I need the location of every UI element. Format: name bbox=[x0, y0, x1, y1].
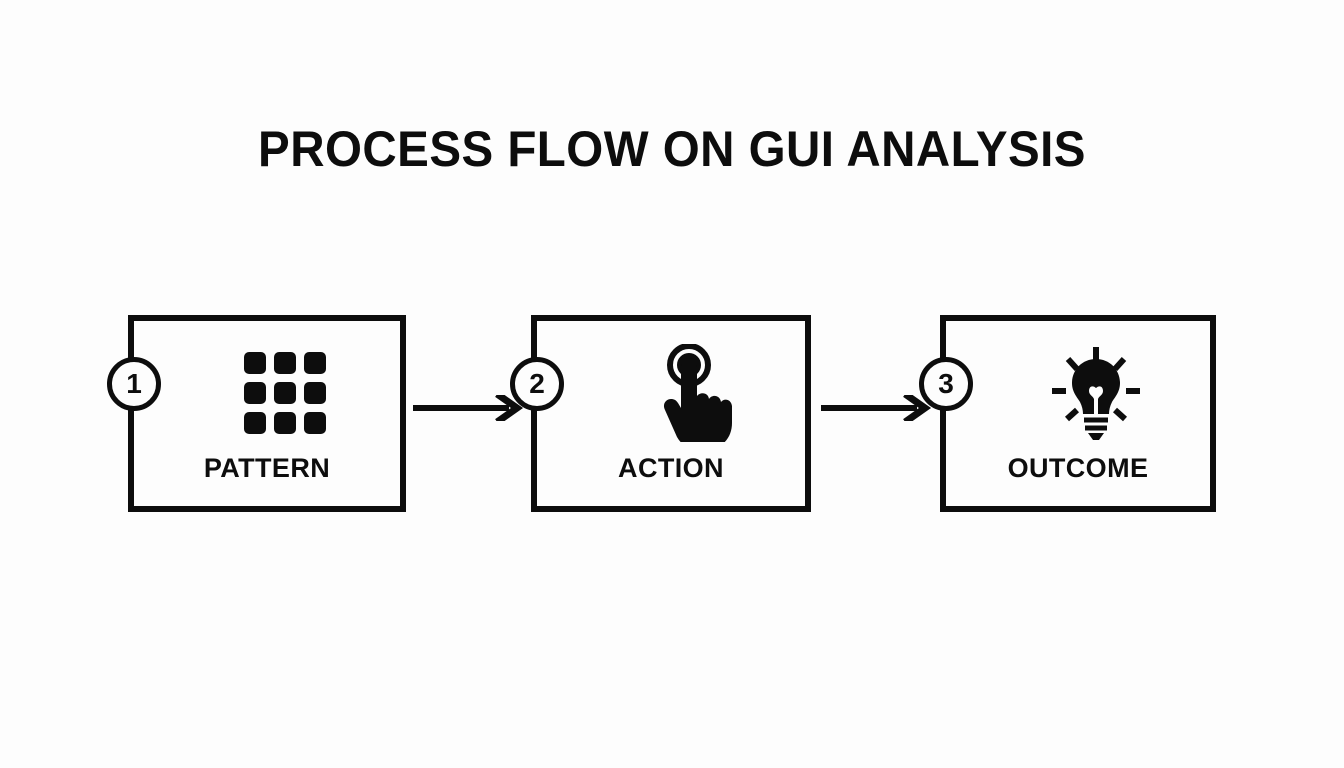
step-number-badge: 1 bbox=[107, 357, 161, 411]
process-flow-diagram: 1 PATTERN 2 bbox=[107, 315, 1216, 515]
connector-arrow-1 bbox=[413, 395, 525, 421]
step-label-pattern: PATTERN bbox=[203, 453, 331, 483]
lightbulb-icon bbox=[1052, 347, 1140, 440]
step-number-badge: 2 bbox=[510, 357, 564, 411]
arrow-right-icon bbox=[821, 395, 932, 421]
step-label-action: ACTION bbox=[618, 453, 724, 483]
flow-step-outcome[interactable]: 3 bbox=[919, 315, 1216, 512]
arrow-right-icon bbox=[413, 395, 524, 421]
step-label-outcome: OUTCOME bbox=[1007, 453, 1149, 483]
page-title: PROCESS FLOW ON GUI ANALYSIS bbox=[258, 121, 1086, 177]
step-icon-container bbox=[134, 347, 400, 439]
flow-step-action[interactable]: 2 ACTION bbox=[510, 315, 811, 512]
connector-arrow-2 bbox=[821, 395, 933, 421]
step-icon-container bbox=[537, 344, 805, 442]
grid-icon bbox=[244, 352, 326, 434]
tap-hand-icon bbox=[663, 344, 732, 442]
step-number-badge: 3 bbox=[919, 357, 973, 411]
step-icon-container bbox=[946, 347, 1210, 440]
flow-step-pattern[interactable]: 1 PATTERN bbox=[107, 315, 406, 512]
